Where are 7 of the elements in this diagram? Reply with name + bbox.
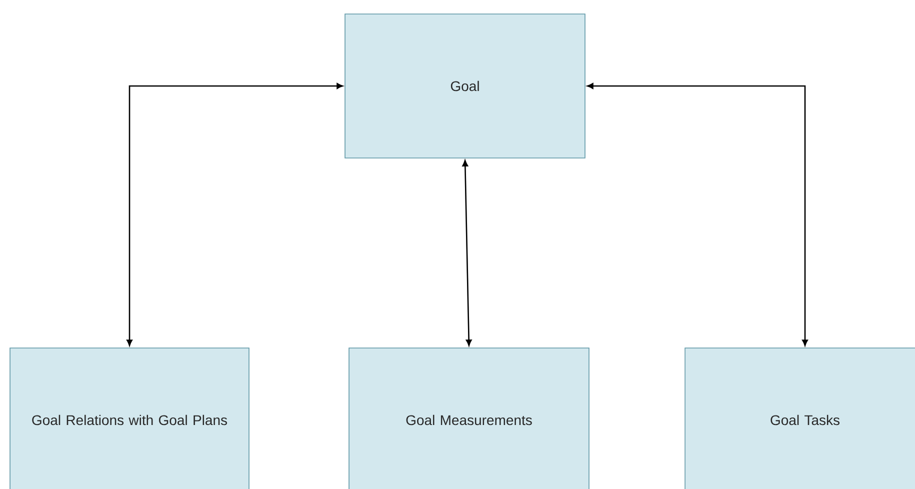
process-box: Goal	[344, 14, 586, 158]
arrow	[126, 83, 343, 346]
process-box: Goal Measurements	[348, 348, 590, 489]
process-box: Goal Tasks	[684, 348, 915, 489]
arrow	[462, 160, 472, 346]
process-box: Goal Relations with Goal Plans	[10, 348, 250, 489]
arrow	[587, 83, 808, 346]
